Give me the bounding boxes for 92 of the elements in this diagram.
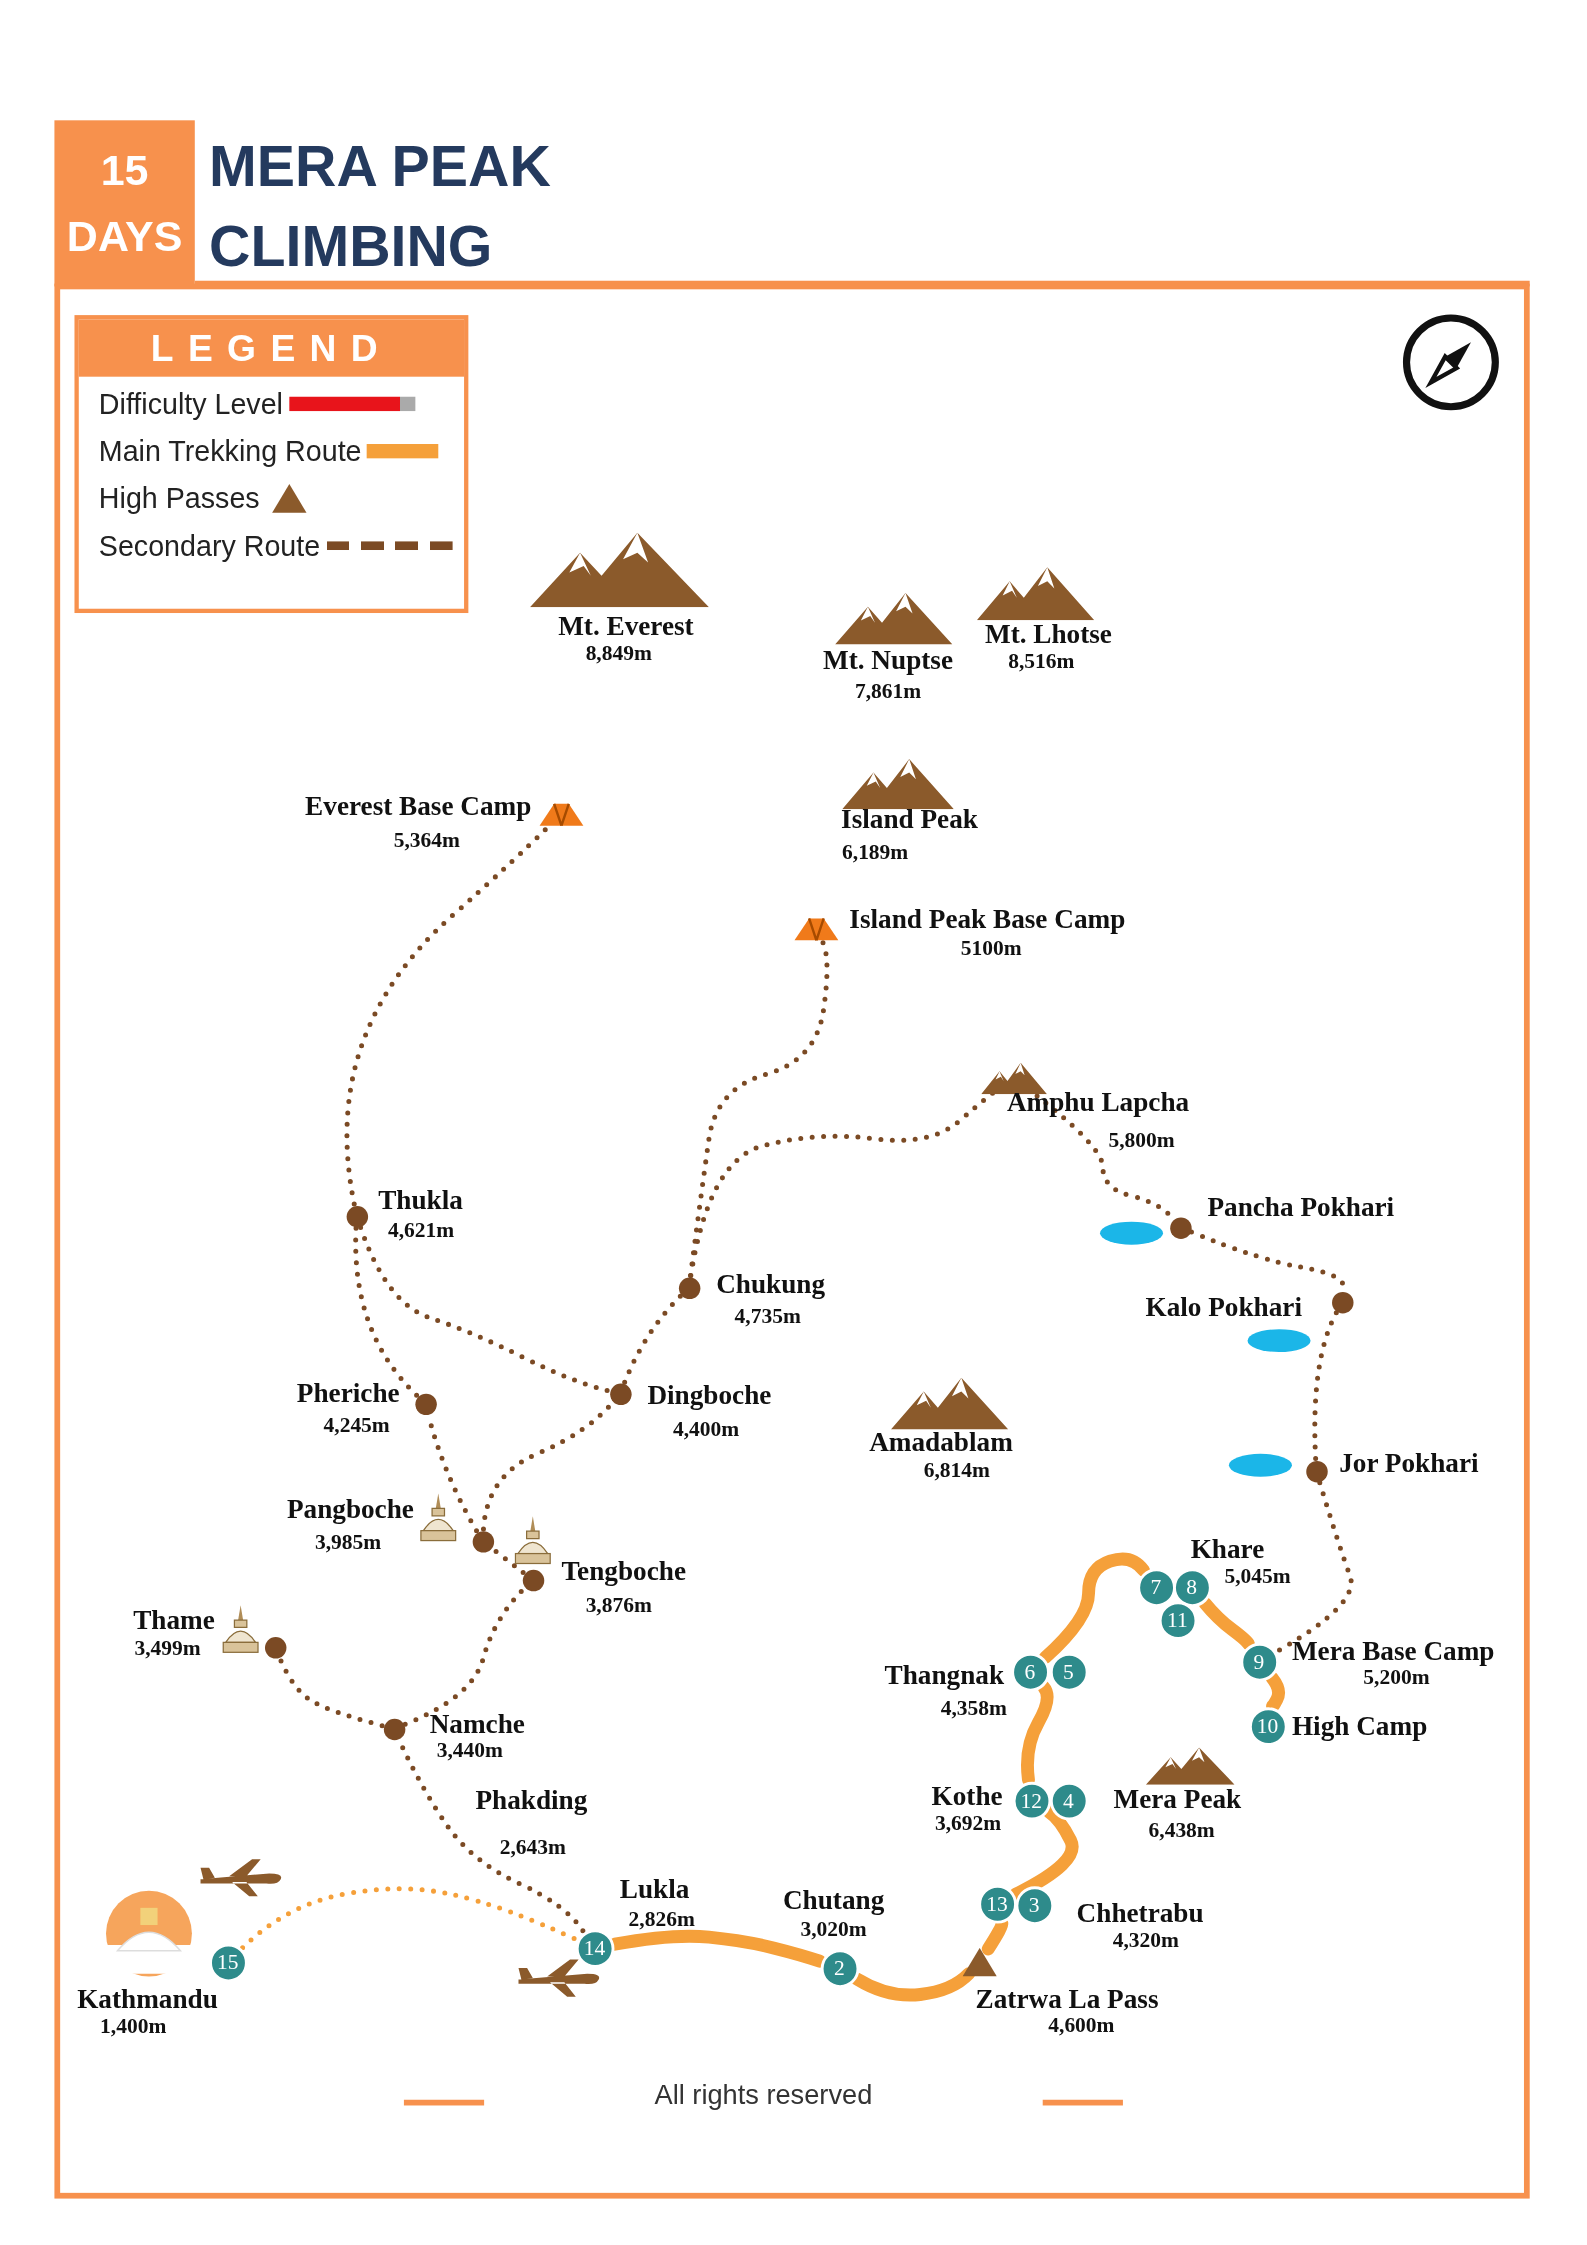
altitude-label: 3,692m	[934, 1811, 1002, 1836]
place-name: Tengboche	[561, 1555, 686, 1587]
place-name: Dingboche	[647, 1379, 772, 1411]
days-badge: 15 DAYS	[54, 120, 195, 287]
altitude-label: 3,985m	[314, 1530, 382, 1555]
legend-heading: LEGEND	[78, 319, 465, 377]
place-name: Thangnak	[884, 1660, 1005, 1692]
altitude-label: 4,600m	[1048, 2013, 1115, 2038]
place-name: Thukla	[378, 1184, 463, 1216]
altitude-label: 5,200m	[1363, 1665, 1430, 1690]
altitude-label: 4,735m	[734, 1304, 801, 1329]
place-name: Kathmandu	[77, 1983, 218, 2016]
altitude-label: 1,400m	[100, 2014, 167, 2039]
altitude-label: 8,849m	[585, 640, 652, 666]
place-dot	[678, 1276, 700, 1299]
main-route-line	[1198, 1596, 1255, 1651]
altitude-label: 4,621m	[387, 1218, 455, 1243]
place-dot	[1331, 1291, 1353, 1313]
place-name: Chutang	[782, 1884, 885, 1917]
place-name: Island Peak Base Camp	[849, 903, 1126, 936]
main-route-line	[1009, 1805, 1079, 1901]
place-name: Zatrwa La Pass	[975, 1983, 1159, 2016]
day-number-marker: 5	[1049, 1652, 1088, 1691]
altitude-label: 3,876m	[585, 1593, 652, 1618]
altitude-label: 2,643m	[499, 1835, 566, 1860]
place-name: Pangboche	[286, 1493, 414, 1526]
altitude-label: 8,516m	[1008, 649, 1075, 674]
place-name: Amphu Lapcha	[1006, 1087, 1190, 1119]
place-dot	[383, 1718, 405, 1740]
legend-text: Secondary Route	[98, 529, 321, 563]
mountain-name: Mt. Everest	[558, 610, 694, 642]
mountain-name: Mera Peak	[1113, 1783, 1242, 1815]
place-name: Mera Base Camp	[1291, 1635, 1495, 1668]
place-name: High Camp	[1291, 1710, 1428, 1742]
legend-text: High Passes	[98, 481, 260, 515]
main-route-line	[850, 1967, 976, 2002]
place-name: Thame	[133, 1604, 215, 1636]
altitude-label: 4,245m	[323, 1412, 390, 1438]
place-name: Khare	[1190, 1534, 1265, 1566]
dotted-route-line	[358, 1225, 611, 1394]
place-name: Pancha Pokhari	[1207, 1191, 1395, 1224]
altitude-label: 6,438m	[1148, 1818, 1215, 1843]
altitude-label: 5,800m	[1108, 1127, 1175, 1153]
place-name: Chhetrabu	[1076, 1897, 1204, 1930]
place-name: Phakding	[475, 1784, 588, 1817]
day-number-marker: 10	[1248, 1706, 1287, 1746]
altitude-label: 5,045m	[1224, 1564, 1291, 1590]
altitude-label: 6,814m	[923, 1458, 990, 1484]
place-name: Pheriche	[296, 1377, 400, 1410]
mountain-name: Island Peak	[841, 803, 978, 836]
altitude-label: 2,826m	[628, 1907, 695, 1932]
place-dot	[1169, 1216, 1191, 1239]
place-name: Everest Base Camp	[305, 790, 532, 823]
place-dot	[345, 1205, 368, 1227]
place-name: Kalo Pokhari	[1145, 1291, 1302, 1324]
altitude-label: 4,358m	[940, 1696, 1007, 1721]
place-name: Chukung	[716, 1269, 826, 1301]
dotted-route-line	[1312, 1310, 1339, 1462]
dotted-route-line	[353, 1225, 420, 1398]
dotted-route-line	[1274, 1480, 1354, 1654]
day-number-marker: 11	[1158, 1600, 1197, 1640]
mountain-name: Mt. Lhotse	[984, 618, 1112, 651]
legend-text: Difficulty Level	[98, 387, 283, 421]
footer-text: All rights reserved	[654, 2079, 873, 2112]
altitude-label: 4,400m	[673, 1417, 740, 1442]
mountain-name: Amadablam	[869, 1426, 1013, 1459]
altitude-label: 3,020m	[800, 1917, 867, 1942]
altitude-label: 5,364m	[393, 828, 460, 853]
place-dot	[264, 1636, 286, 1658]
place-dot	[471, 1530, 494, 1552]
place-dot	[414, 1392, 437, 1415]
altitude-label: 3,440m	[436, 1738, 503, 1763]
place-name: Kothe	[931, 1780, 1003, 1812]
title: MERA PEAK CLIMBING	[209, 133, 552, 280]
dotted-route-line	[240, 1886, 579, 1951]
place-dot	[609, 1382, 631, 1405]
pass-triangle-icon	[962, 1947, 997, 1977]
altitude-label: 4,320m	[1112, 1928, 1179, 1953]
place-dot	[522, 1569, 544, 1591]
day-number-marker: 4	[1049, 1781, 1088, 1820]
altitude-label: 3,499m	[134, 1636, 201, 1661]
place-dot	[1305, 1460, 1328, 1482]
altitude-label: 6,189m	[842, 840, 909, 865]
place-name: Lukla	[619, 1873, 690, 1905]
place-name: Jor Pokhari	[1339, 1448, 1479, 1480]
mountain-name: Mt. Nuptse	[823, 644, 954, 677]
day-number-marker: 14	[575, 1928, 614, 1968]
place-name: Namche	[429, 1708, 525, 1741]
dotted-route-line	[622, 1293, 683, 1385]
altitude-label: 5100m	[960, 936, 1022, 961]
legend-text: Main Trekking Route	[98, 434, 362, 468]
altitude-label: 7,861m	[854, 679, 922, 704]
